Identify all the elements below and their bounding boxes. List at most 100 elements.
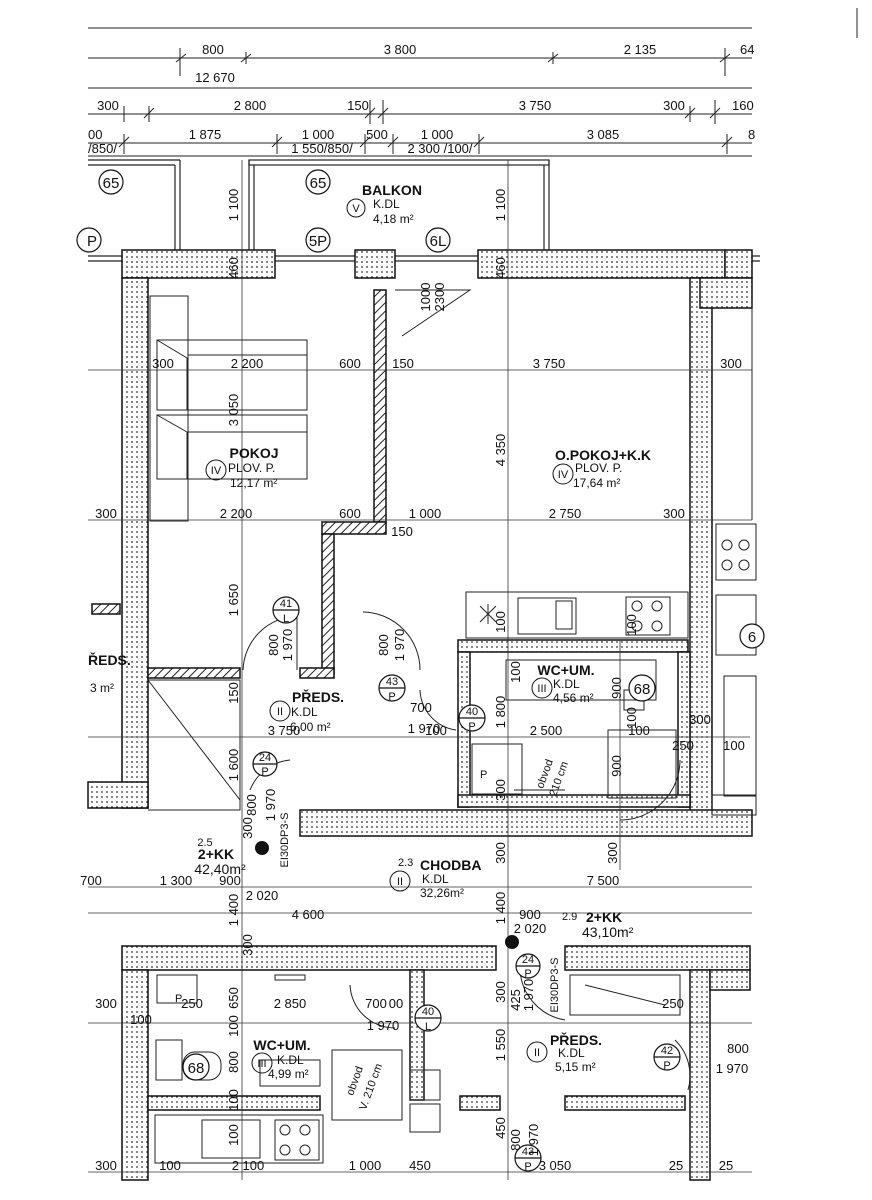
dim: 1 970 — [280, 629, 295, 662]
dim: 100 — [508, 661, 523, 683]
tag-P: P — [87, 233, 97, 250]
dimension-text-vertical: 1 100 460 1 100 460 1000 2300 3 050 4 35… — [226, 189, 639, 1157]
unit-29-name: 2+KK — [586, 909, 622, 925]
dim: 700 — [80, 873, 102, 888]
dim: 900 — [609, 677, 624, 699]
dim: 700 — [410, 700, 432, 715]
room-opokoj-code: IV — [558, 469, 569, 481]
room-preds2-area: 5,15 m² — [555, 1060, 596, 1074]
dim: 4 600 — [292, 907, 325, 922]
furniture — [147, 295, 689, 1164]
dim: 460 — [226, 257, 241, 279]
dim: 2 020 — [246, 888, 279, 903]
room-chodba-num: 2.3 — [398, 857, 413, 869]
dim: 2 100 — [232, 1158, 265, 1173]
dim: 3 050 — [539, 1158, 572, 1173]
dim: 1000 — [418, 283, 433, 312]
dim: 1 600 — [226, 749, 241, 782]
dim: 1 970 — [263, 789, 278, 822]
top-dimension-text: 800 3 800 2 135 64 12 670 300 2 800 150 … — [88, 42, 755, 156]
room-preds-left-area: 3 m² — [90, 681, 114, 695]
tag-40a: 40 — [466, 706, 478, 718]
dim: 2 750 — [549, 506, 582, 521]
tag-24b-sub: P — [524, 968, 531, 980]
room-preds2-name: PŘEDS. — [550, 1031, 602, 1048]
dim: 300 — [152, 356, 174, 371]
dim: 150 — [391, 524, 413, 539]
tag-6L: 6L — [430, 233, 447, 250]
room-wc2-code: III — [257, 1058, 266, 1070]
dim: 800 — [266, 634, 281, 656]
room-preds1-name: PŘEDS. — [292, 688, 344, 705]
dim: 100 — [226, 1015, 241, 1037]
dim-r3-8: 8 — [748, 127, 755, 142]
tag-24a: 24 — [259, 752, 271, 764]
dim: 2 020 — [514, 921, 547, 936]
label-p: P — [480, 769, 487, 781]
dim-r3-1000b: 1 000 — [421, 127, 454, 142]
dim: 1 800 — [493, 696, 508, 729]
dim-r3-3085: 3 085 — [587, 127, 620, 142]
dim: 7 500 — [587, 873, 620, 888]
dim: 300 — [663, 506, 685, 521]
dim: 800 — [727, 1041, 749, 1056]
dim: 600 — [339, 356, 361, 371]
dim: 150 — [392, 356, 414, 371]
dim: 300 — [689, 712, 711, 727]
room-chodba-floor: K.DL — [422, 872, 449, 886]
dim: 100 — [130, 1012, 152, 1027]
dim: 1 400 — [226, 894, 241, 927]
circle-tag-text: 65 65 5P 6L P 41 L 43 P 40 P 24 P 68 24 … — [87, 175, 756, 1173]
dim: 250 — [672, 738, 694, 753]
dim: 1 970 — [526, 1124, 541, 1157]
dim: 900 — [219, 873, 241, 888]
dim: 1 550 — [493, 1029, 508, 1062]
dim: 1 100 — [226, 189, 241, 222]
dim: 900 — [609, 755, 624, 777]
dim: 100 — [226, 1089, 241, 1111]
dim-800: 800 — [202, 42, 224, 57]
unit-labels: 2.5 2+KK 42,40m² 2.9 2+KK 43,10m² — [194, 837, 634, 949]
dim: 300 — [605, 842, 620, 864]
tag-24a-sub: P — [261, 766, 268, 778]
right-neighbor — [711, 300, 757, 816]
dim: 425 — [508, 989, 523, 1011]
balcony-railings — [88, 159, 760, 262]
tag-65a: 65 — [103, 175, 120, 192]
tag-40a-sub: P — [468, 721, 475, 733]
room-balkon-area: 4,18 m² — [373, 212, 414, 226]
dim-r2-2800: 2 800 — [234, 98, 267, 113]
dim: 2 200 — [231, 356, 264, 371]
dim: 800 — [376, 634, 391, 656]
dim: 100 — [628, 723, 650, 738]
tag-68a: 68 — [634, 681, 651, 698]
room-pokoj-area: 12,17 m² — [230, 476, 277, 490]
tag-68b: 68 — [188, 1060, 205, 1077]
dim: 25 — [719, 1158, 733, 1173]
unit-29-num: 2.9 — [562, 911, 577, 923]
dim: 300 — [493, 779, 508, 801]
dim: 300 — [493, 981, 508, 1003]
room-opokoj-area: 17,64 m² — [573, 476, 620, 490]
dim: 300 — [720, 356, 742, 371]
room-balkon-code: V — [352, 203, 360, 215]
unit-29-area: 43,10m² — [582, 924, 634, 940]
dim-r3-00: 00 — [88, 127, 102, 142]
dim: 25 — [669, 1158, 683, 1173]
label-fire-rating: EI30DP3-S — [279, 812, 291, 867]
tag-43b-sub: P — [524, 1161, 531, 1173]
dim: 1 000 — [409, 506, 442, 521]
top-dimension-lines — [88, 8, 858, 157]
dim-r3-1550: 1 550/850/ — [291, 141, 353, 156]
unit-25-name: 2+KK — [198, 846, 234, 862]
dim-r2-300b: 300 — [663, 98, 685, 113]
dim: 4 350 — [493, 434, 508, 467]
room-chodba-code: II — [397, 876, 403, 888]
dim: 250 — [662, 996, 684, 1011]
tag-42: 42 — [661, 1045, 673, 1057]
dim: 2 850 — [274, 996, 307, 1011]
room-balkon-floor: K.DL — [373, 197, 400, 211]
label-fire-rating: EI30DP3-S — [549, 957, 561, 1012]
dim: 300 — [95, 1158, 117, 1173]
